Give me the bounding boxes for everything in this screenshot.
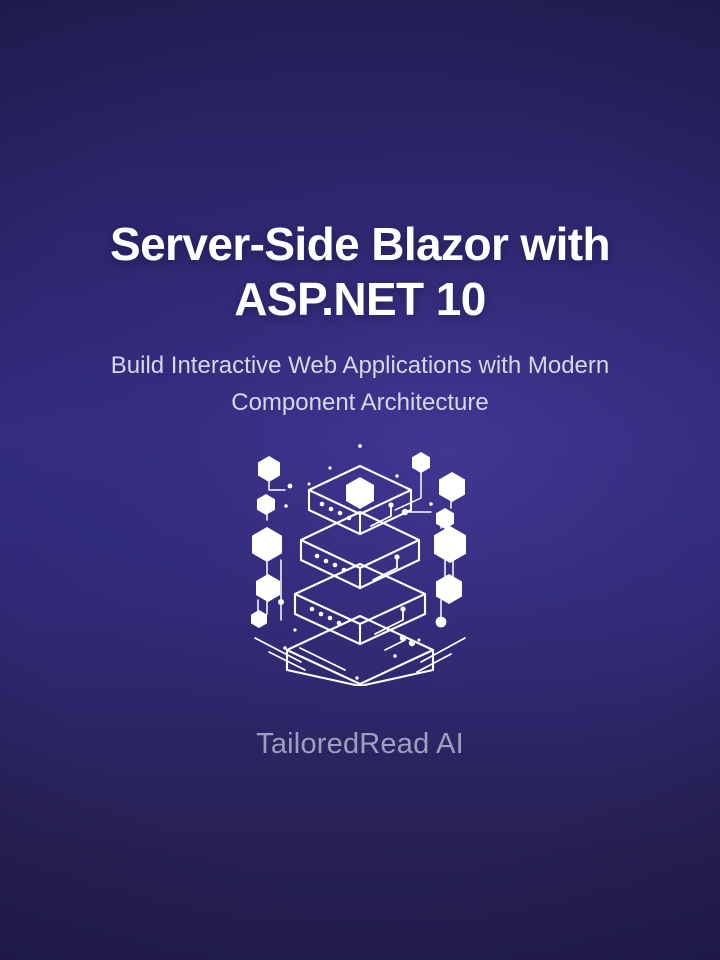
publisher-brand: TailoredRead AI <box>256 728 464 760</box>
title-line-2: ASP.NET 10 <box>234 272 486 325</box>
ambient-dots <box>283 444 421 680</box>
server-tier-2 <box>299 510 421 590</box>
server-stack-illustration <box>245 442 475 686</box>
title-line-1: Server-Side Blazor with <box>109 217 611 270</box>
page-title: Server-Side Blazor with ASP.NET 10 <box>0 217 720 327</box>
subtitle-line-2: Component Architecture <box>231 389 489 416</box>
server-tier-1 <box>307 464 413 536</box>
server-tier-3 <box>293 562 427 646</box>
left-node-cluster <box>251 456 297 632</box>
server-tier-4 <box>254 614 466 686</box>
subtitle-line-1: Build Interactive Web Applications with … <box>110 352 610 379</box>
right-node-cluster <box>394 452 466 628</box>
cover-subtitle: Build Interactive Web Applications with … <box>0 347 720 421</box>
